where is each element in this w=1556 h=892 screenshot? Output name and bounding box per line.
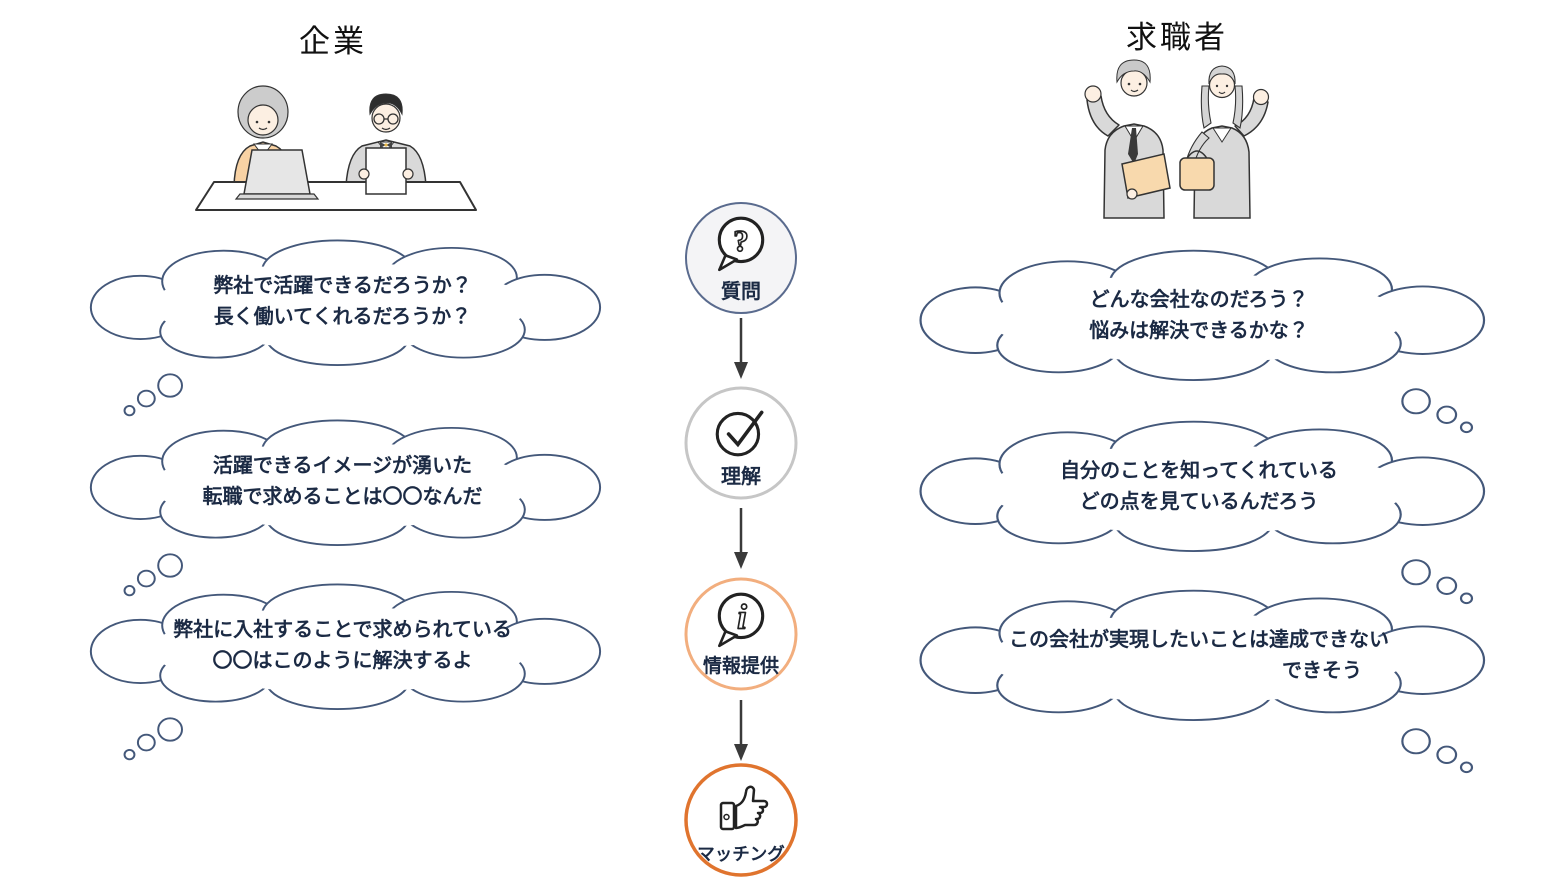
thumbs-up-icon (719, 785, 769, 831)
svg-text:i: i (737, 597, 747, 636)
female-job-seeker (1179, 65, 1270, 219)
step-label: マッチング (697, 844, 785, 864)
bubble-line: できそう (1282, 660, 1362, 682)
bubble-line: この会社が実現したいことは達成できない (1009, 629, 1389, 651)
bubble-text: 弊社に入社することで求められている 〇〇はこのように解決するよ (103, 601, 582, 691)
step-label: 質問 (721, 281, 761, 303)
company-thought-bubble-1: 弊社で活躍できるだろうか？ 長く働いてくれるだろうか？ (75, 233, 610, 419)
company-thought-bubble-2: 活躍できるイメージが湧いた 転職で求めることは〇〇なんだ (75, 413, 610, 599)
bubble-line: 悩みは解決できるかな？ (1089, 320, 1309, 342)
down-arrow-icon (734, 700, 748, 761)
question-bubble-icon: ? (717, 216, 765, 272)
thought-cloud (919, 420, 1486, 605)
svg-text:?: ? (733, 223, 749, 258)
company-title: 企業 (299, 24, 367, 59)
bubble-text: 弊社で活躍できるだろうか？ 長く働いてくれるだろうか？ (103, 257, 582, 347)
info-bubble-icon: i (717, 592, 765, 648)
bubble-text: この会社が実現したいことは達成できない できそう (931, 609, 1467, 703)
bubble-line: 自分のことを知ってくれている (1060, 460, 1338, 482)
company-interviewers-illustration (195, 85, 477, 211)
company-thought-bubble-3: 弊社に入社することで求められている 〇〇はこのように解決するよ (75, 577, 610, 763)
laptop (234, 149, 320, 200)
down-arrow-icon (734, 508, 748, 569)
thought-cloud (919, 589, 1486, 774)
step-label: 情報提供 (702, 656, 779, 677)
bubble-line: 弊社に入社することで求められている (173, 619, 512, 641)
bubble-text: どんな会社なのだろう？ 悩みは解決できるかな？ (931, 269, 1467, 363)
flow-step-question: ? 質問 (684, 201, 798, 315)
flow-step-information: i 情報提供 (684, 577, 798, 691)
thought-cloud (89, 583, 602, 761)
flow-step-understanding: 理解 (684, 386, 798, 500)
check-circle-icon (715, 410, 764, 457)
flow-step-matching: マッチング (684, 763, 798, 877)
bubble-line: 転職で求めることは〇〇なんだ (202, 486, 483, 508)
bubble-line: 〇〇はこのように解決するよ (212, 650, 473, 672)
job-seekers-illustration (1084, 59, 1270, 219)
bubble-text: 活躍できるイメージが湧いた 転職で求めることは〇〇なんだ (103, 437, 582, 527)
bubble-line: 活躍できるイメージが湧いた (212, 455, 473, 477)
jobseeker-thought-bubble-2: 自分のことを知ってくれている どの点を見ているんだろう (903, 414, 1495, 607)
bubble-text: 自分のことを知ってくれている どの点を見ているんだろう (931, 440, 1467, 534)
step-label: 理解 (721, 466, 761, 488)
thought-cloud (919, 249, 1486, 434)
jobseeker-thought-bubble-3: この会社が実現したいことは達成できない できそう (903, 583, 1495, 776)
jobseeker-title: 求職者 (1126, 20, 1228, 55)
bubble-line: 長く働いてくれるだろうか？ (213, 306, 472, 328)
jobseeker-thought-bubble-1: どんな会社なのだろう？ 悩みは解決できるかな？ (903, 243, 1495, 436)
bubble-line: どの点を見ているんだろう (1079, 491, 1319, 513)
bubble-line: 弊社で活躍できるだろうか？ (213, 275, 472, 297)
bubble-line: どんな会社なのだろう？ (1089, 289, 1309, 311)
thought-cloud (89, 239, 602, 417)
male-job-seeker (1084, 59, 1171, 219)
down-arrow-icon (734, 318, 748, 379)
resume-paper (358, 147, 414, 195)
thought-cloud (89, 419, 602, 597)
